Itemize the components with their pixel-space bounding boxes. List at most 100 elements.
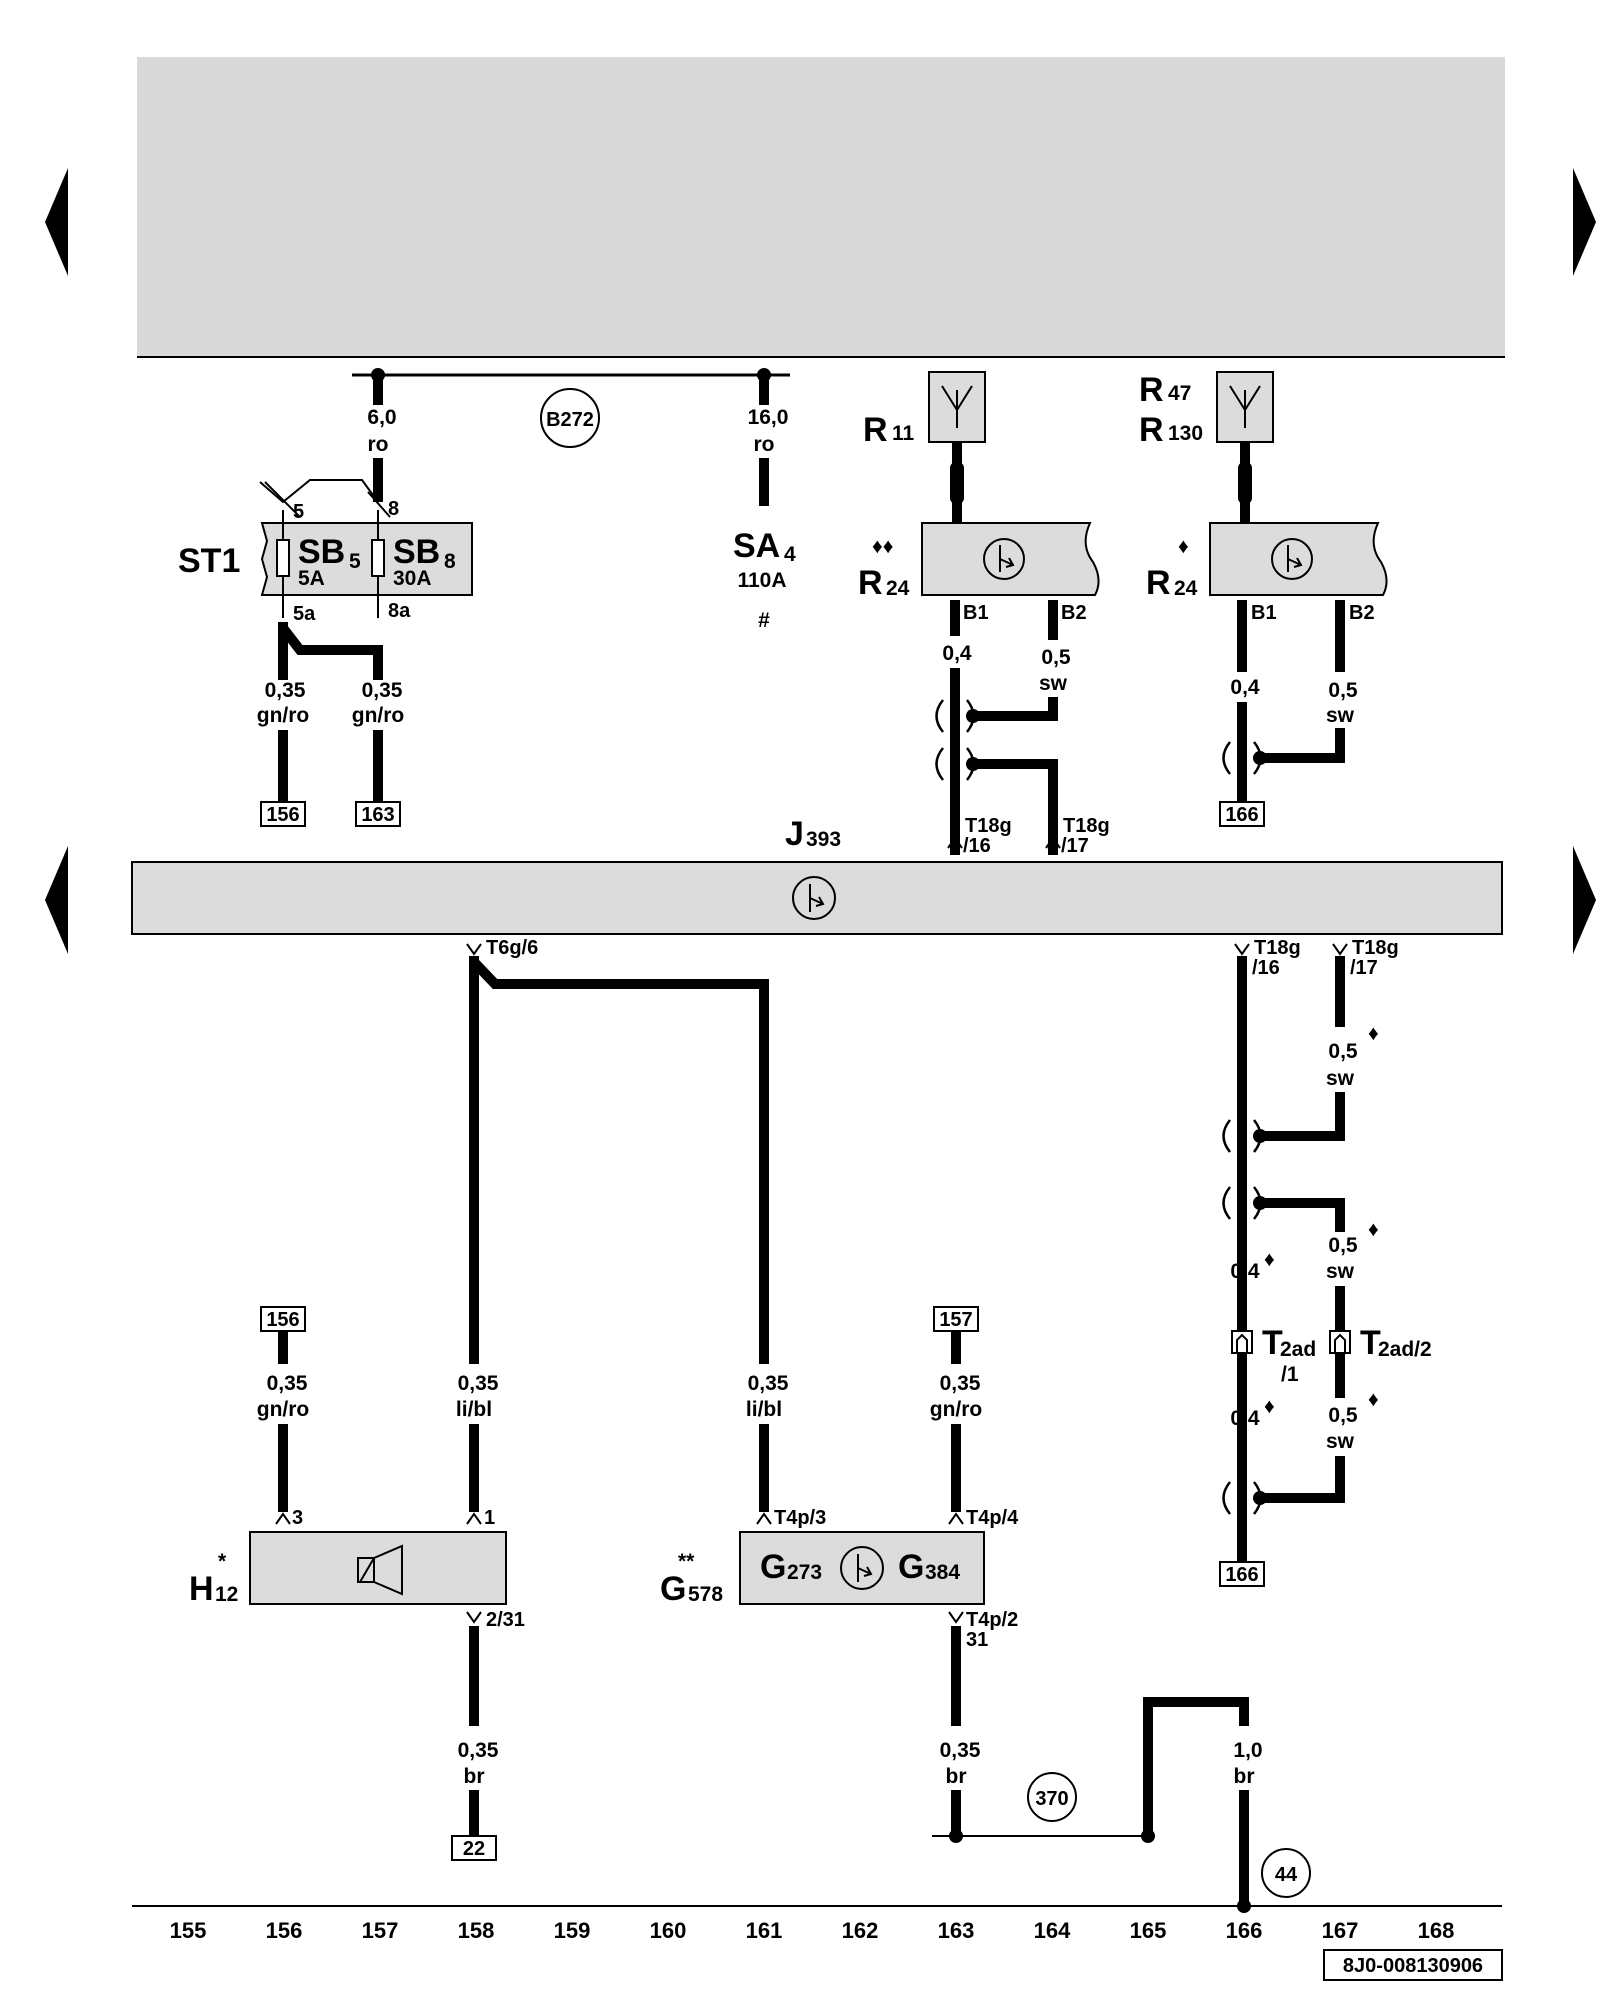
- ref-163-label: 163: [361, 804, 394, 826]
- circle-370: [1027, 1772, 1077, 1822]
- w035b-color: gn/ro: [352, 704, 405, 727]
- b272-label: B272: [546, 409, 594, 431]
- column-number: 164: [1034, 1918, 1071, 1943]
- ref-166-top[interactable]: [1219, 801, 1265, 827]
- circle-44-label: 44: [1275, 1864, 1298, 1886]
- column-number: 162: [842, 1918, 879, 1943]
- column-number: 159: [554, 1918, 591, 1943]
- pin-h3: 3: [292, 1507, 303, 1529]
- sb5-label: SB: [298, 533, 345, 571]
- fuse-cross-1: [264, 481, 301, 518]
- ref-166-bottom[interactable]: [1219, 1561, 1265, 1587]
- sa4-rating: 110A: [737, 569, 786, 592]
- shield-node-right: [1253, 751, 1267, 765]
- g578-icon-arrow: [857, 1554, 873, 1582]
- arrow-t18g17-bot: [1332, 943, 1348, 956]
- pin-b2-left: B2: [1061, 602, 1087, 624]
- w035e-size: 0,35: [748, 1372, 789, 1395]
- w05d-size: 0,5: [1328, 1234, 1358, 1257]
- arrow-t18g16-top: [947, 836, 963, 849]
- pin-t18g17-top-b: /17: [1061, 835, 1089, 857]
- w05a-color: sw: [1039, 672, 1068, 695]
- pin-t18g17-bot-b: /17: [1350, 957, 1378, 979]
- r130-sub: 130: [1168, 422, 1203, 445]
- g384-label: G: [898, 1548, 924, 1586]
- arrow-t18g17-top: [1045, 836, 1061, 849]
- pin-8a: 8a: [388, 600, 411, 622]
- pin-5a: 5a: [293, 603, 316, 625]
- r130-label: R: [1139, 411, 1164, 449]
- j393-sub: 393: [806, 828, 841, 851]
- nav-right-mid-arrow[interactable]: [1573, 846, 1596, 954]
- pin-t4p3: T4p/3: [774, 1507, 826, 1529]
- ref-22[interactable]: [451, 1835, 497, 1861]
- g578-label: G: [660, 1570, 686, 1608]
- h12-sub: 12: [215, 1583, 238, 1606]
- w035c-color: gn/ro: [257, 1398, 310, 1421]
- r47-sub: 47: [1168, 382, 1191, 405]
- arrow-t6g6: [466, 943, 482, 956]
- ref-156-bottom[interactable]: [260, 1306, 306, 1332]
- ref-156-top[interactable]: [260, 801, 306, 827]
- circle-370-label: 370: [1035, 1788, 1068, 1810]
- arrow-t18g16-bot: [1234, 943, 1250, 956]
- ref-166-bottom-label: 166: [1225, 1564, 1258, 1586]
- w04d-size: 0,4: [1230, 1407, 1260, 1430]
- ground-node-1: [949, 1829, 963, 1843]
- r47-label: R: [1139, 371, 1164, 409]
- nav-right-top-arrow[interactable]: [1573, 168, 1596, 276]
- nav-left-mid-arrow[interactable]: [45, 846, 68, 954]
- w035a-color: gn/ro: [257, 704, 310, 727]
- column-number: 163: [938, 1918, 975, 1943]
- w05e-color: sw: [1326, 1430, 1355, 1453]
- pin-8: 8: [388, 498, 399, 520]
- ref-163[interactable]: [355, 801, 401, 827]
- arrow-h231: [466, 1611, 482, 1624]
- horn-icon: [357, 1544, 403, 1596]
- w05d-mark: ♦: [1368, 1218, 1379, 1241]
- sb8-label: SB: [393, 533, 440, 571]
- w04c-mark: ♦: [1264, 1248, 1275, 1271]
- h12-label: H: [189, 1570, 214, 1608]
- arrow-t4p2: [948, 1611, 964, 1624]
- wire-shield-bot-1: [1260, 1092, 1345, 1141]
- w160-size: 16,0: [748, 406, 789, 429]
- fuse-link-hook: [259, 479, 379, 504]
- pin-t18g16-bot: T18g: [1254, 937, 1301, 959]
- t2ad2-connector-arrow: [1334, 1333, 1346, 1352]
- r24-left-sub: 24: [886, 577, 910, 600]
- w04c-size: 0,4: [1230, 1260, 1260, 1283]
- g578-mark: **: [678, 1550, 695, 1573]
- shield-node-bot-3: [1253, 1491, 1267, 1505]
- w05c-color: sw: [1326, 1067, 1355, 1090]
- w035g-color: br: [464, 1765, 485, 1788]
- pin-t6g6: T6g/6: [486, 937, 538, 959]
- pin-b1-left: B1: [963, 602, 989, 624]
- w04a-size: 0,4: [942, 642, 972, 665]
- w05b-color: sw: [1326, 704, 1355, 727]
- t2ad1-connector-arrow: [1236, 1333, 1248, 1352]
- wire-shield-bot-2: [1260, 1198, 1345, 1232]
- ref-156-top-label: 156: [266, 804, 299, 826]
- nav-left-top-arrow[interactable]: [45, 168, 68, 276]
- wire-shield-right: [1260, 728, 1345, 763]
- shield-node-bot-2: [1253, 1196, 1267, 1210]
- top-continuation-area: [137, 57, 1505, 357]
- w035d-color: li/bl: [456, 1398, 492, 1421]
- r47-connector: [1238, 462, 1252, 504]
- shield-node-left-1: [966, 709, 980, 723]
- j393-icon-arrow: [809, 884, 825, 912]
- r24-right-radio-icon: [1271, 538, 1313, 580]
- shield-node-left-2: [966, 757, 980, 771]
- fuse-cross-2: [367, 491, 391, 518]
- w035f-size: 0,35: [940, 1372, 981, 1395]
- g578-icon: [840, 1546, 884, 1590]
- g273-label: G: [760, 1548, 786, 1586]
- w05b-size: 0,5: [1328, 679, 1358, 702]
- column-number: 161: [746, 1918, 783, 1943]
- t2ad1-tail: /1: [1281, 1363, 1299, 1386]
- wire-6-0-size: 6,0: [367, 406, 396, 429]
- sb5-rating: 5A: [298, 567, 325, 590]
- sb5-sub: 5: [349, 550, 361, 573]
- pin-t18g16-bot-b: /16: [1252, 957, 1280, 979]
